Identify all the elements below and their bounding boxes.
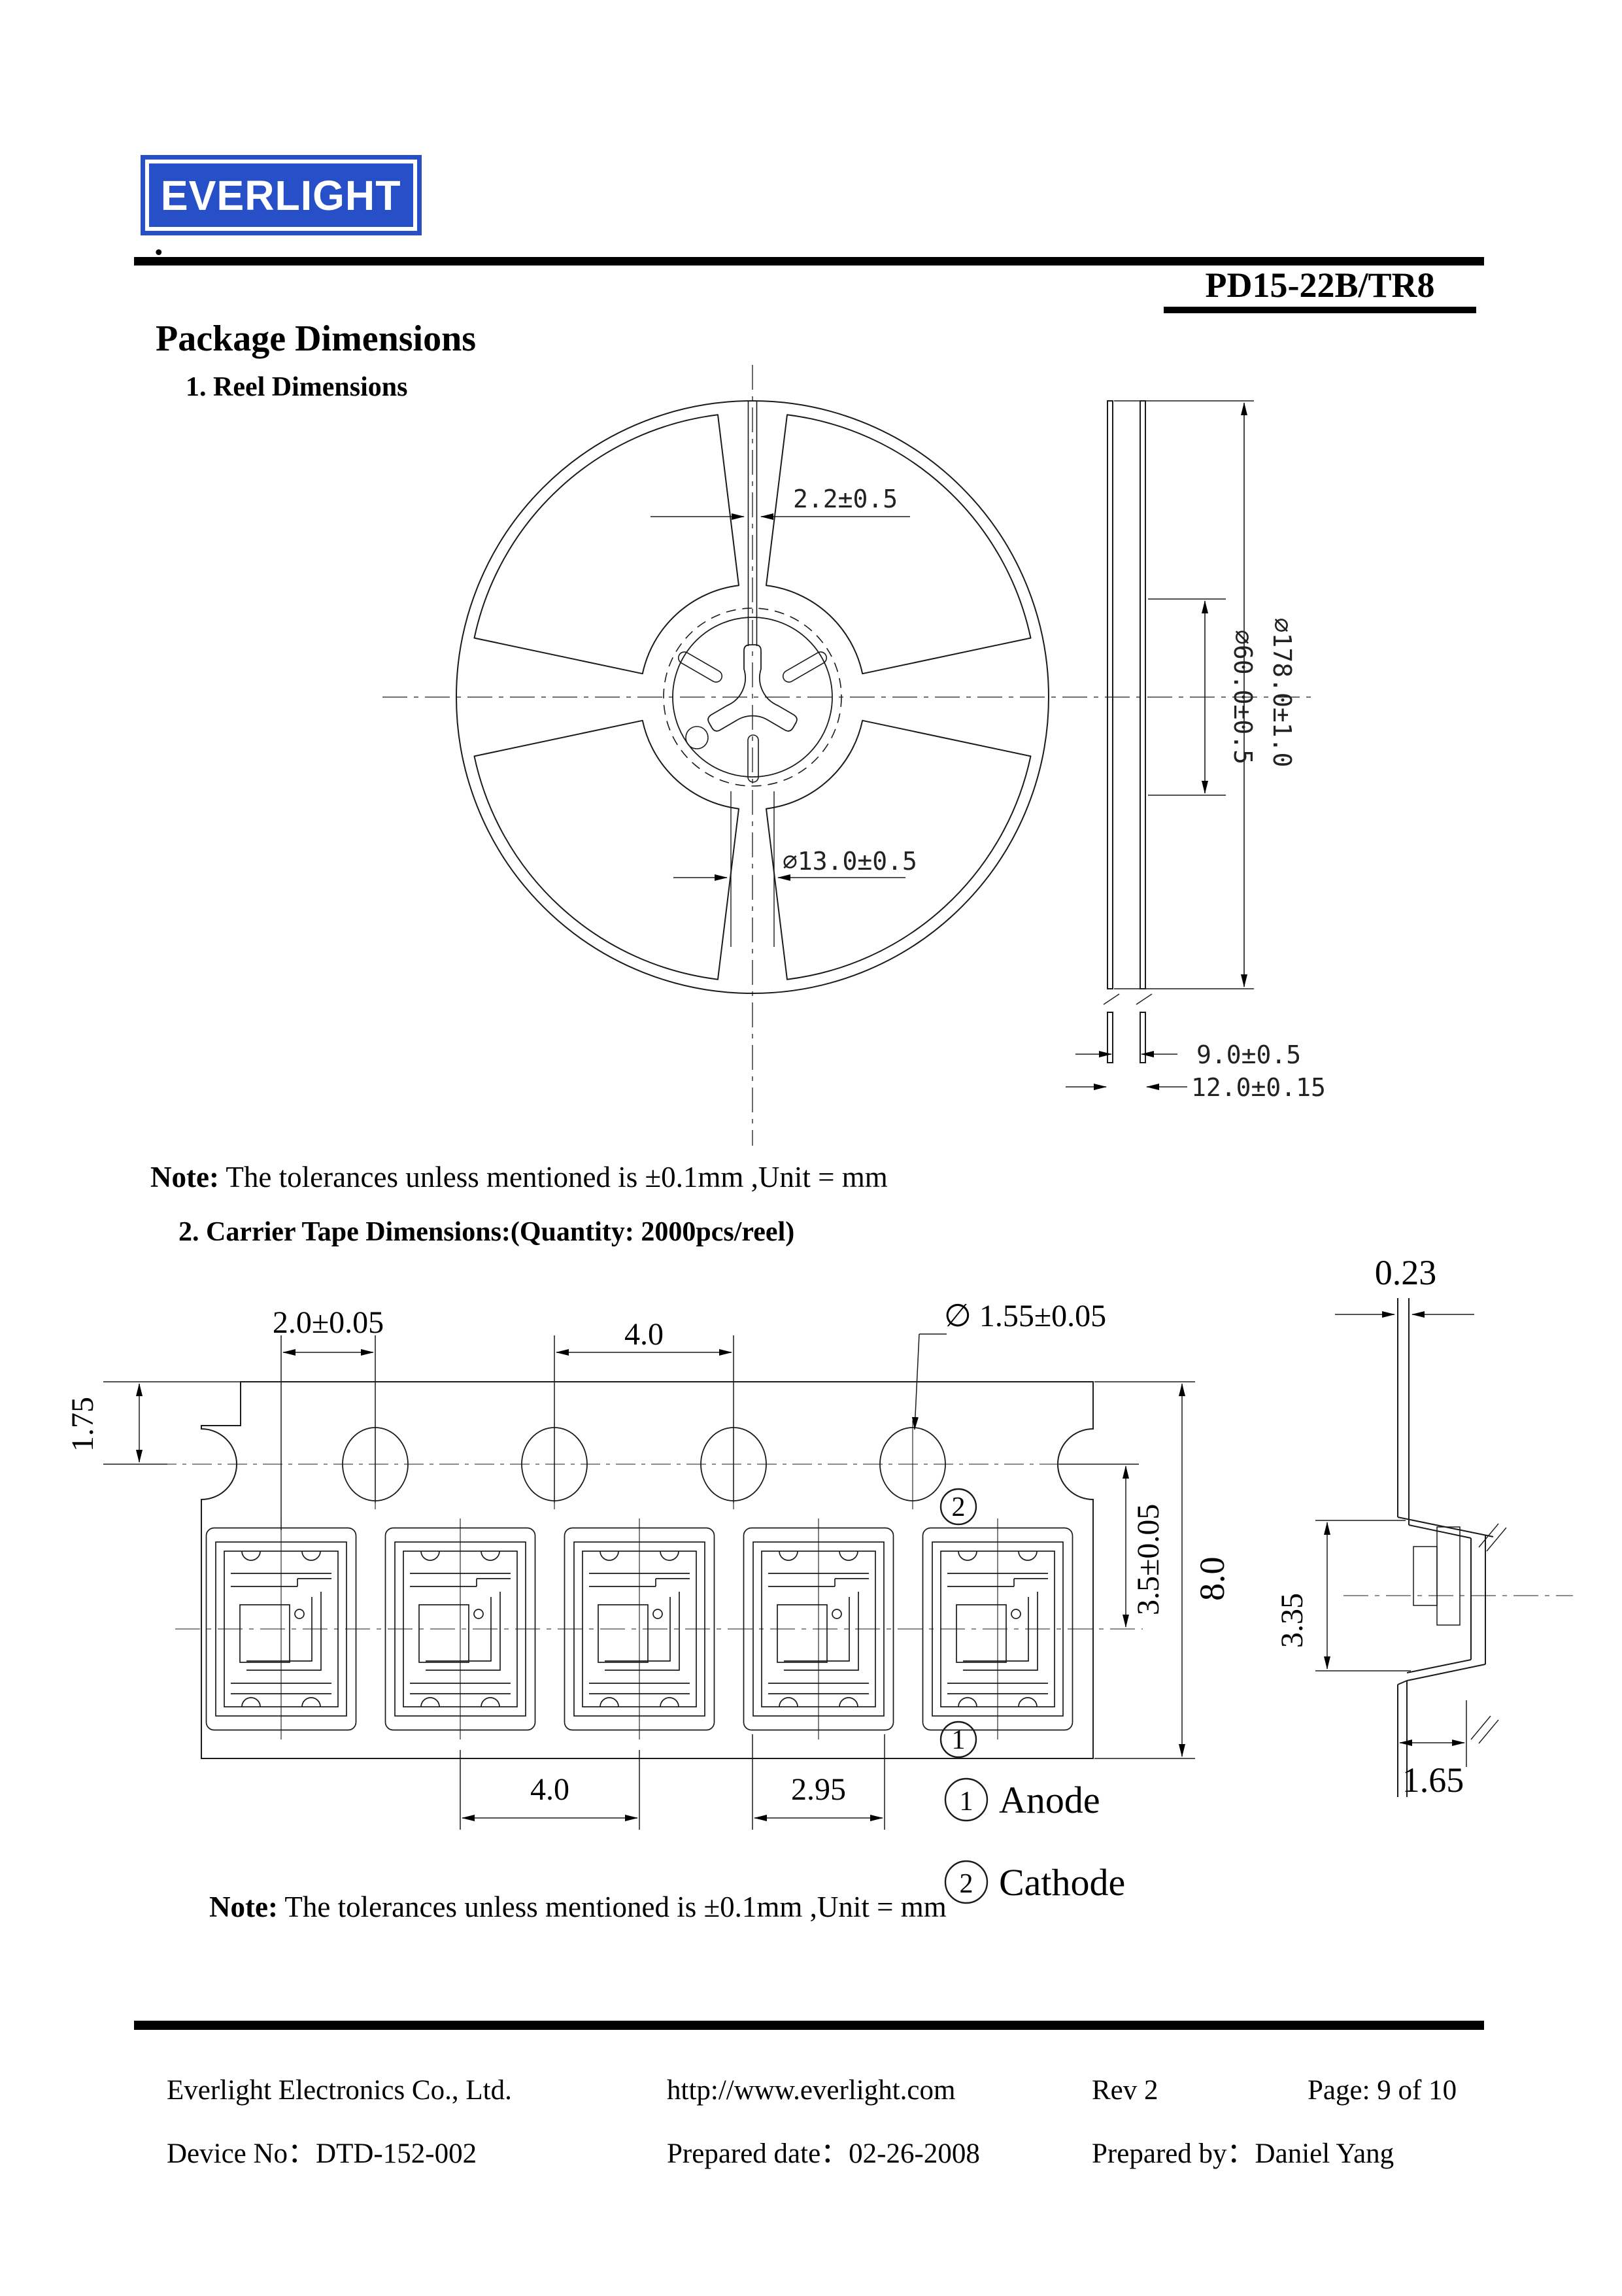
dim-pocket-pitch: 4.0 bbox=[530, 1772, 569, 1807]
dim-hole-dia: ∅ 1.55±0.05 bbox=[944, 1299, 1106, 1333]
note-tape: Note: The tolerances unless mentioned is… bbox=[209, 1890, 947, 1924]
dim-hole-to-pocket: 2.0±0.05 bbox=[273, 1305, 384, 1340]
section-carrier-tape: 2. Carrier Tape Dimensions:(Quantity: 20… bbox=[178, 1217, 795, 1247]
legend-cathode-label: Cathode bbox=[999, 1861, 1125, 1904]
legend-anode-label: Anode bbox=[999, 1779, 1100, 1821]
note-reel: Note: The tolerances unless mentioned is… bbox=[150, 1160, 888, 1194]
dim-base-width: 1.65 bbox=[1402, 1760, 1464, 1800]
everlight-logo-text: EVERLIGHT bbox=[161, 171, 401, 219]
everlight-logo: EVERLIGHT bbox=[141, 155, 422, 235]
reel-front-view bbox=[382, 365, 1314, 1146]
dim-pocket-length: 2.95 bbox=[791, 1772, 846, 1807]
dim-reel-tape-slot: 9.0±0.5 bbox=[1196, 1040, 1301, 1069]
tape-dimensions bbox=[103, 1333, 1195, 1830]
reel-window-cutouts bbox=[473, 414, 1032, 980]
dim-hole-to-center: 3.5±0.05 bbox=[1131, 1504, 1166, 1615]
badge-cathode-number: 2 bbox=[952, 1492, 966, 1522]
note-label: Note: bbox=[209, 1891, 278, 1923]
footer-page-number: Page: 9 of 10 bbox=[1308, 2075, 1457, 2106]
note-text: The tolerances unless mentioned is ±0.1m… bbox=[284, 1891, 947, 1923]
footer-device-no: Device No：DTD-152-002 bbox=[167, 2138, 477, 2169]
dim-tape-width: 8.0 bbox=[1192, 1557, 1232, 1602]
reel-side-view bbox=[1066, 400, 1254, 1090]
footer-rule bbox=[134, 2021, 1484, 2030]
footer-url: http://www.everlight.com bbox=[667, 2075, 956, 2106]
dim-edge-to-hole: 1.75 bbox=[65, 1397, 100, 1452]
dim-hole-pitch: 4.0 bbox=[624, 1317, 664, 1352]
page-title: Package Dimensions bbox=[156, 318, 476, 359]
reel-hub-trefoil bbox=[707, 644, 798, 732]
pin-badges bbox=[939, 1488, 977, 1758]
footer-company: Everlight Electronics Co., Ltd. bbox=[167, 2075, 512, 2106]
dim-reel-outer-dia: ∅178.0±1.0 bbox=[1268, 618, 1296, 768]
tape-top-view bbox=[157, 1381, 1143, 1759]
header-rule bbox=[134, 257, 1484, 266]
dim-tape-thickness: 0.23 bbox=[1375, 1253, 1437, 1292]
note-text: The tolerances unless mentioned is ±0.1m… bbox=[226, 1161, 888, 1193]
section-reel-dimensions: 1. Reel Dimensions bbox=[186, 372, 408, 402]
note-label: Note: bbox=[150, 1161, 219, 1193]
footer-prepared-by: Prepared by：Daniel Yang bbox=[1092, 2138, 1394, 2169]
badge-anode-number: 1 bbox=[952, 1725, 966, 1755]
part-number: PD15-22B/TR8 bbox=[1164, 265, 1476, 313]
polarity-legend bbox=[944, 1777, 988, 1904]
dim-reel-hub-dia: ∅13.0±0.5 bbox=[783, 847, 917, 876]
tape-side-view bbox=[1315, 1298, 1573, 1797]
legend-anode-number: 1 bbox=[960, 1787, 973, 1817]
dim-reel-width: 12.0±0.15 bbox=[1191, 1073, 1326, 1102]
legend-cathode-number: 2 bbox=[960, 1869, 973, 1899]
footer-revision: Rev 2 bbox=[1092, 2075, 1158, 2106]
tape-outline bbox=[201, 1381, 1094, 1759]
dim-pocket-depth: 3.35 bbox=[1275, 1593, 1309, 1648]
dim-reel-slot-width: 2.2±0.5 bbox=[793, 485, 898, 513]
dim-reel-inner-dia: ∅60.0±0.5 bbox=[1228, 630, 1257, 764]
stray-period: . bbox=[154, 223, 163, 262]
footer-prepared-date: Prepared date：02-26-2008 bbox=[667, 2138, 980, 2169]
